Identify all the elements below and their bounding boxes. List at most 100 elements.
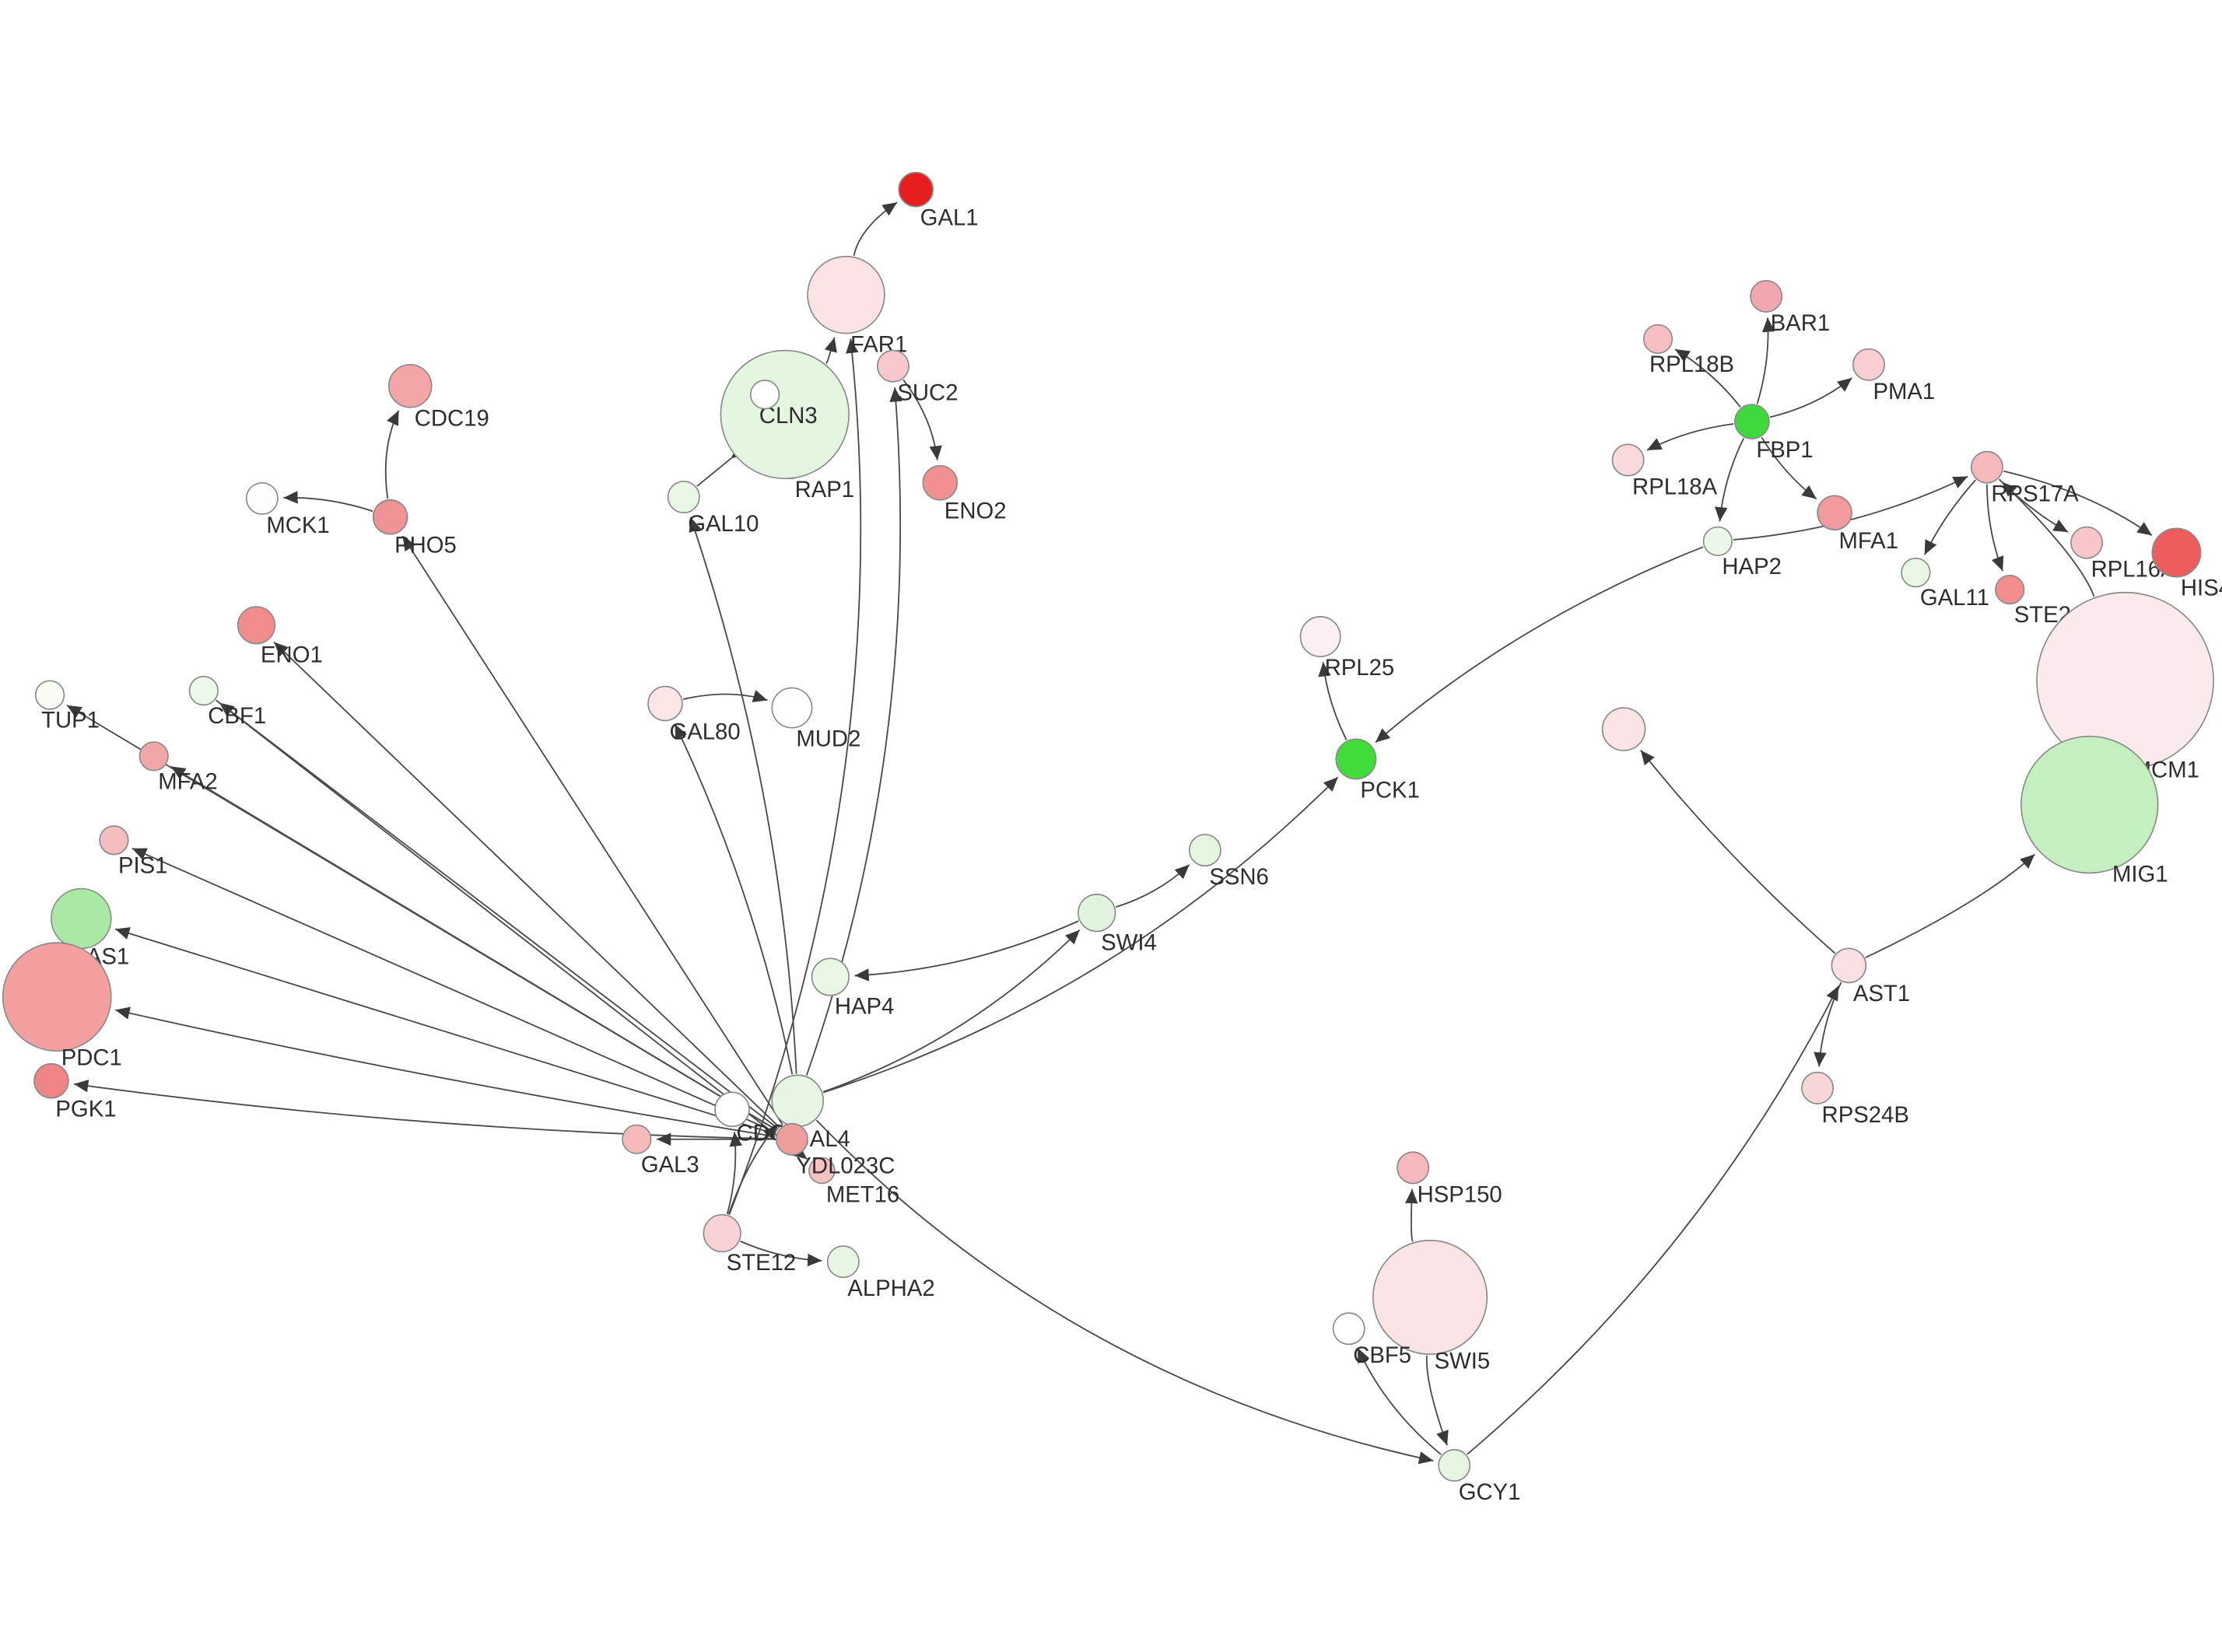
- edge-STE12-ALPHA2[interactable]: [740, 1241, 822, 1267]
- edge-YDL023C-PHO5[interactable]: [401, 535, 783, 1125]
- edge-SWI5-GCY1[interactable]: [1425, 1355, 1449, 1446]
- node-GCY1[interactable]: [1438, 1449, 1471, 1482]
- node-RPL16A[interactable]: [2070, 526, 2104, 559]
- node-PGK1[interactable]: [33, 1062, 69, 1099]
- edge-YDL023C-PDC1[interactable]: [115, 1006, 776, 1138]
- node-CBF1[interactable]: [188, 675, 219, 706]
- node-PDC1[interactable]: [2, 942, 112, 1052]
- node-UNLABELED_A[interactable]: [749, 380, 780, 410]
- node-GAL4[interactable]: [771, 1074, 825, 1128]
- edge-SWI4-SSN6[interactable]: [1115, 864, 1190, 908]
- edge-GAL4-PCK1[interactable]: [823, 776, 1339, 1094]
- node-MFA1[interactable]: [1817, 495, 1852, 531]
- edge-GAL4-GCY1[interactable]: [815, 1119, 1434, 1465]
- node-TUP1[interactable]: [34, 680, 65, 710]
- edge-FBP1-RPL18A[interactable]: [1646, 423, 1734, 451]
- node-CLN3[interactable]: [720, 349, 850, 480]
- node-MFA2[interactable]: [138, 741, 169, 772]
- node-RPL18B[interactable]: [1642, 324, 1674, 355]
- edge-YDL023C-RAS1[interactable]: [114, 927, 776, 1136]
- node-FAR1[interactable]: [807, 255, 885, 334]
- edge-YDL023C-PIS1[interactable]: [131, 847, 777, 1133]
- node-HIS4[interactable]: [2151, 527, 2202, 578]
- edge-HAP2-RPS17A[interactable]: [1733, 475, 1968, 541]
- node-GAL3[interactable]: [622, 1124, 652, 1154]
- edge-AST1-RPS24B[interactable]: [1814, 982, 1842, 1067]
- edge-SUC2-ENO2[interactable]: [902, 379, 942, 460]
- node-PMA1[interactable]: [1852, 348, 1885, 381]
- node-CDC19[interactable]: [387, 364, 433, 408]
- edge-AST1-UNLABELED_B[interactable]: [1640, 750, 1836, 954]
- edge-FBP1-HAP2[interactable]: [1715, 438, 1745, 522]
- node-FBP1[interactable]: [1734, 404, 1770, 439]
- node-RPL18A[interactable]: [1611, 443, 1645, 477]
- node-UNLABELED_B[interactable]: [1601, 707, 1646, 751]
- node-RPS24B[interactable]: [1801, 1071, 1835, 1104]
- node-PHO5[interactable]: [372, 499, 408, 535]
- node-CBF5[interactable]: [1332, 1312, 1365, 1346]
- edge-RPS17A-HIS4[interactable]: [2003, 470, 2153, 537]
- edge-FBP1-RPL18B[interactable]: [1674, 348, 1741, 408]
- node-SSN6[interactable]: [1188, 834, 1221, 867]
- edge-HAP2-PCK1[interactable]: [1375, 546, 1704, 744]
- edge-FBP1-MFA1[interactable]: [1761, 436, 1817, 500]
- edge-YDL023C-MFA2[interactable]: [170, 765, 778, 1132]
- node-GAL80[interactable]: [647, 685, 683, 722]
- edge-STE12-GAL4[interactable]: [727, 1124, 778, 1215]
- edge-PHO5-MCK1[interactable]: [283, 491, 373, 513]
- node-ENO2[interactable]: [922, 464, 959, 501]
- edge-FAR1-GAL1[interactable]: [853, 201, 898, 257]
- node-HSP150[interactable]: [1397, 1151, 1430, 1185]
- node-MCK1[interactable]: [245, 481, 279, 515]
- node-SWI4[interactable]: [1078, 894, 1116, 933]
- edge-GCY1-AST1[interactable]: [1467, 985, 1839, 1455]
- node-STE12[interactable]: [703, 1213, 741, 1253]
- edge-PCK1-RPL25[interactable]: [1318, 662, 1348, 740]
- edge-STE12-CDC6[interactable]: [726, 1132, 743, 1215]
- edge-GCY1-CBF5[interactable]: [1357, 1347, 1442, 1455]
- node-GAL10[interactable]: [667, 481, 700, 514]
- edge-STE12-FAR1[interactable]: [728, 338, 862, 1215]
- node-AST1[interactable]: [1831, 947, 1867, 984]
- node-BAR1[interactable]: [1750, 279, 1783, 313]
- edge-PHO5-CDC19[interactable]: [384, 410, 400, 499]
- node-CDC6[interactable]: [714, 1091, 750, 1128]
- node-YDL023C[interactable]: [775, 1122, 808, 1156]
- edge-YDL023C-ENO1[interactable]: [273, 641, 780, 1129]
- edge-FBP1-BAR1[interactable]: [1756, 317, 1775, 404]
- edge-GAL4-SWI4[interactable]: [822, 929, 1081, 1093]
- node-MUD2[interactable]: [771, 687, 813, 729]
- edge-SWI5-HSP150[interactable]: [1405, 1188, 1418, 1242]
- edge-GAL10-CLN3[interactable]: [696, 444, 746, 487]
- node-RAS1[interactable]: [51, 887, 112, 950]
- node-HAP4[interactable]: [811, 957, 850, 996]
- node-RPL25[interactable]: [1299, 616, 1341, 657]
- edge-RPS17A-STE2[interactable]: [1986, 484, 2004, 572]
- node-GAL1[interactable]: [898, 171, 934, 208]
- edge-GAL4-GAL10[interactable]: [689, 516, 797, 1074]
- node-ALPHA2[interactable]: [826, 1245, 860, 1279]
- node-RPS17A[interactable]: [1970, 450, 2003, 484]
- edge-FBP1-PMA1[interactable]: [1769, 377, 1852, 418]
- node-SUC2[interactable]: [876, 349, 909, 383]
- edge-CLN3-FAR1[interactable]: [824, 337, 837, 365]
- node-HAP2[interactable]: [1702, 526, 1733, 556]
- node-MET16[interactable]: [808, 1157, 836, 1185]
- edge-GAL80-MUD2[interactable]: [683, 690, 768, 702]
- edge-AST1-MIG1[interactable]: [1865, 853, 2035, 958]
- edge-CBF1-MET16[interactable]: [216, 699, 808, 1160]
- edge-SWI4-HAP4[interactable]: [854, 920, 1079, 982]
- edge-RPS17A-GAL11[interactable]: [1923, 479, 1976, 555]
- node-STE2[interactable]: [1995, 574, 2025, 605]
- node-SWI5[interactable]: [1372, 1239, 1488, 1356]
- edge-YDL023C-PGK1[interactable]: [73, 1080, 775, 1140]
- edge-YDL023C-CBF1[interactable]: [219, 702, 780, 1130]
- node-PIS1[interactable]: [99, 825, 129, 856]
- node-GAL11[interactable]: [1901, 557, 1931, 588]
- node-ENO1[interactable]: [237, 606, 276, 645]
- node-PCK1[interactable]: [1335, 738, 1377, 780]
- node-MIG1[interactable]: [2020, 735, 2159, 874]
- edge-MCM1-RPS17A[interactable]: [2001, 481, 2095, 597]
- edge-GAL4-GAL80[interactable]: [674, 723, 794, 1075]
